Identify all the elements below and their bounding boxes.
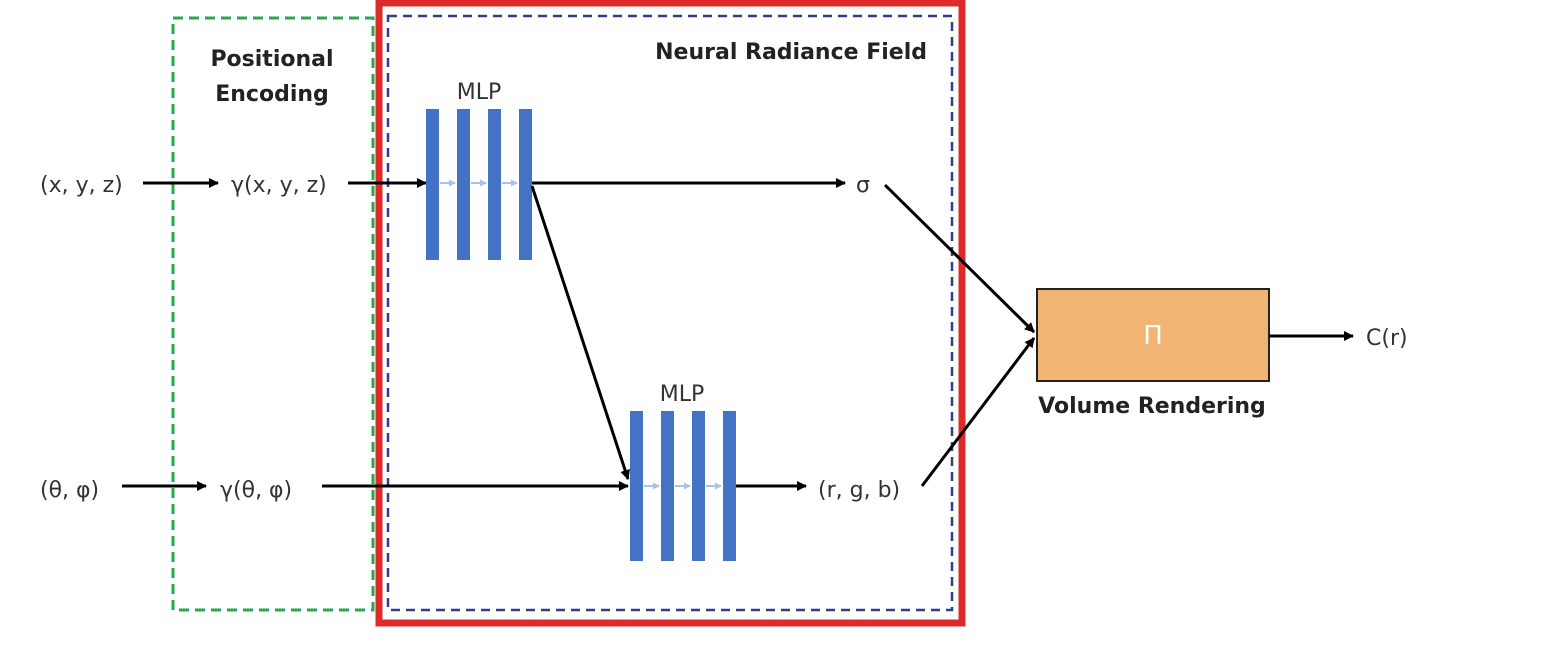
output-density: σ bbox=[856, 173, 870, 198]
bottom-mlp-layer-4 bbox=[723, 411, 736, 561]
bottom-mlp bbox=[630, 411, 736, 561]
top-mlp-layer-1 bbox=[426, 109, 439, 260]
encoded-position: γ(x, y, z) bbox=[231, 173, 327, 198]
top-mlp-layer-2 bbox=[457, 109, 470, 260]
top-mlp-layer-4 bbox=[519, 109, 532, 260]
bottom-mlp-label: MLP bbox=[660, 382, 705, 407]
final-output: C(r) bbox=[1366, 326, 1408, 351]
arrow-top-mlp-to-bottom-mlp bbox=[530, 185, 630, 480]
top-mlp bbox=[426, 109, 532, 260]
input-position: (x, y, z) bbox=[40, 173, 123, 198]
arrow-color-to-volume-rendering bbox=[920, 337, 1036, 487]
positional-encoding-box bbox=[171, 16, 375, 612]
positional-encoding-title-line1: Positional bbox=[210, 47, 333, 72]
nerf-title: Neural Radiance Field bbox=[655, 40, 927, 65]
bottom-mlp-layer-1 bbox=[630, 411, 643, 561]
top-mlp-layer-3 bbox=[488, 109, 501, 260]
bottom-mlp-layer-3 bbox=[692, 411, 705, 561]
encoded-direction: γ(θ, φ) bbox=[220, 478, 292, 503]
input-direction: (θ, φ) bbox=[40, 478, 99, 503]
volume-rendering-box bbox=[1036, 288, 1270, 382]
top-mlp-label: MLP bbox=[457, 80, 502, 105]
volume-rendering-symbol: Π bbox=[1143, 321, 1163, 351]
volume-rendering-label: Volume Rendering bbox=[1038, 394, 1266, 419]
nerf-inner-box bbox=[386, 14, 954, 612]
positional-encoding-title-line2: Encoding bbox=[215, 82, 329, 107]
arrow-density-to-volume-rendering bbox=[883, 183, 1036, 334]
nerf-outer-box bbox=[375, 0, 966, 627]
output-color: (r, g, b) bbox=[818, 478, 900, 503]
bottom-mlp-layer-2 bbox=[661, 411, 674, 561]
